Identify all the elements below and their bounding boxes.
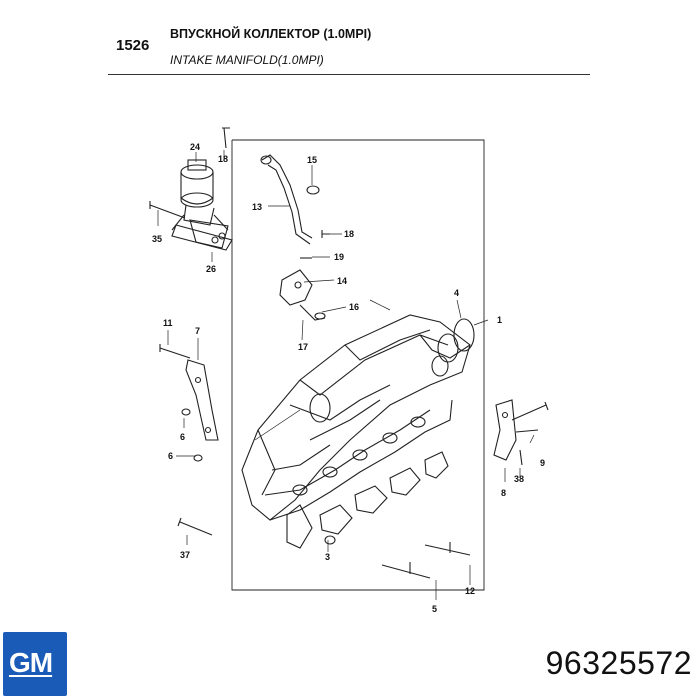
callout-9: 9 xyxy=(540,458,545,468)
bracket-26 xyxy=(189,219,229,249)
callout-37: 37 xyxy=(180,550,190,560)
section-number: 1526 xyxy=(116,37,150,54)
bolt-18-top xyxy=(222,127,230,149)
callout-19: 19 xyxy=(334,252,344,262)
o-ring-15 xyxy=(306,185,320,195)
intake-gasket xyxy=(286,451,449,549)
washer-6b xyxy=(193,454,203,462)
callout-6-lower: 6 xyxy=(168,451,173,461)
throttle-body xyxy=(171,159,233,251)
leader-lines xyxy=(157,150,535,600)
o-ring-4 xyxy=(453,318,475,352)
callout-3: 3 xyxy=(325,552,330,562)
gm-logo: GM xyxy=(3,632,67,696)
callout-11: 11 xyxy=(163,318,173,328)
washer-6a xyxy=(181,408,191,416)
header-divider xyxy=(108,74,590,75)
callout-7: 7 xyxy=(195,326,200,336)
callout-14: 14 xyxy=(337,276,347,286)
stud-5 xyxy=(381,562,431,579)
title-english: INTAKE MANIFOLD(1.0MPI) xyxy=(170,53,324,67)
stud-12 xyxy=(424,542,471,556)
callout-18-top: 18 xyxy=(218,154,228,164)
callout-15: 15 xyxy=(307,155,317,165)
title-russian: ВПУСКНОЙ КОЛЛЕКТОР (1.0MPI) xyxy=(170,27,372,41)
callout-24: 24 xyxy=(190,142,200,152)
mounting-bracket-14 xyxy=(279,269,326,321)
callout-26: 26 xyxy=(206,264,216,274)
callout-8: 8 xyxy=(501,488,506,498)
callout-5: 5 xyxy=(432,604,437,614)
callout-18-right: 18 xyxy=(344,229,354,239)
bracket-7 xyxy=(159,344,219,441)
callout-12: 12 xyxy=(465,586,475,596)
bolt-35 xyxy=(149,201,186,219)
callout-35: 35 xyxy=(152,234,162,244)
vacuum-pipe xyxy=(260,154,313,245)
part-number: 96325572 xyxy=(545,645,692,681)
bracket-8 xyxy=(493,399,549,461)
callout-16: 16 xyxy=(349,302,359,312)
stud-37 xyxy=(177,517,213,536)
bolt-38 xyxy=(519,449,523,466)
gm-logo-text: GM xyxy=(9,647,53,678)
callout-6-upper: 6 xyxy=(180,432,185,442)
callout-13: 13 xyxy=(252,202,262,212)
callout-4: 4 xyxy=(454,288,459,298)
intake-manifold-body xyxy=(241,314,471,521)
callout-38: 38 xyxy=(514,474,524,484)
callout-17: 17 xyxy=(298,342,308,352)
callout-1: 1 xyxy=(497,315,502,325)
assembly-frame xyxy=(231,139,485,591)
